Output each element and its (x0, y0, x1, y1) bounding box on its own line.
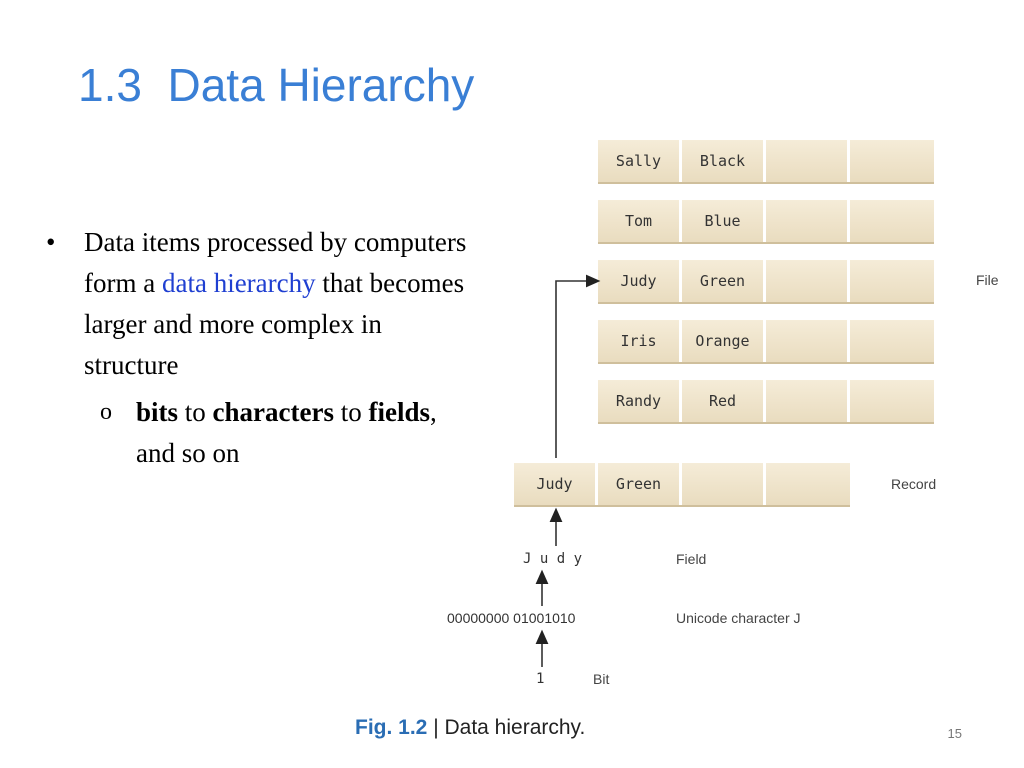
record-empty (682, 463, 766, 505)
file-record-color: Black (682, 140, 766, 182)
file-record-color: Red (682, 380, 766, 422)
unicode-bits: 00000000 01001010 (447, 610, 576, 626)
file-record-name: Randy (598, 380, 682, 422)
sub-bullet-item: o bits to characters to fields, and so o… (46, 392, 476, 474)
sub-bullet-to-2: to (333, 397, 369, 427)
record-to-file-arrow (555, 274, 601, 458)
record-color: Green (598, 463, 682, 505)
file-record-empty (766, 140, 850, 182)
sub-bullet-fields: fields (368, 397, 431, 427)
file-record-name: Judy (598, 260, 682, 302)
bullet-text: Data items processed by computers form a (84, 227, 467, 298)
bullet-marker: • (46, 227, 56, 257)
file-record-name: Tom (598, 200, 682, 242)
sub-bullet-rest: , and so on (136, 397, 437, 468)
file-record-empty (850, 260, 934, 302)
file-record-empty (766, 260, 850, 302)
file-record-color: Orange (682, 320, 766, 362)
record-name: Judy (514, 463, 598, 505)
figure-separator: | (427, 716, 445, 739)
file-record-name: Iris (598, 320, 682, 362)
unicode-label: Unicode character J (676, 610, 801, 626)
file-record-empty (766, 320, 850, 362)
bullet-text-end: that becomes larger and more complex in … (84, 268, 465, 380)
file-record-color: Blue (682, 200, 766, 242)
file-record-empty (850, 380, 934, 422)
file-record-name: Sally (598, 140, 682, 182)
sub-bullet-marker: o (100, 399, 112, 425)
file-label: File (976, 272, 999, 288)
figure-caption: Fig. 1.2 | Data hierarchy. (355, 716, 585, 740)
record-empty (766, 463, 850, 505)
sub-bullet-characters: characters (212, 397, 334, 427)
figure-number: Fig. 1.2 (355, 716, 428, 739)
bit-value: 1 (536, 671, 545, 687)
bullet-item: • Data items processed by computers form… (46, 222, 476, 386)
bullet-highlight: data hierarchy (161, 268, 316, 298)
field-characters: J u d y (523, 551, 583, 567)
figure-title: Data hierarchy. (444, 716, 586, 739)
file-record-color: Green (682, 260, 766, 302)
field-label: Field (676, 551, 707, 567)
bullet-list: • Data items processed by computers form… (46, 222, 476, 474)
file-record-empty (766, 380, 850, 422)
sub-bullet-to: to (178, 397, 213, 427)
file-record-empty (766, 200, 850, 242)
slide-title: 1.3 Data Hierarchy (78, 59, 475, 111)
page-number: 15 (947, 726, 962, 741)
file-record-empty (850, 140, 934, 182)
file-record-empty (850, 320, 934, 362)
record-label: Record (891, 476, 937, 492)
bit-label: Bit (593, 671, 610, 687)
file-record-empty (850, 200, 934, 242)
sub-bullet-bits: bits (136, 397, 179, 427)
